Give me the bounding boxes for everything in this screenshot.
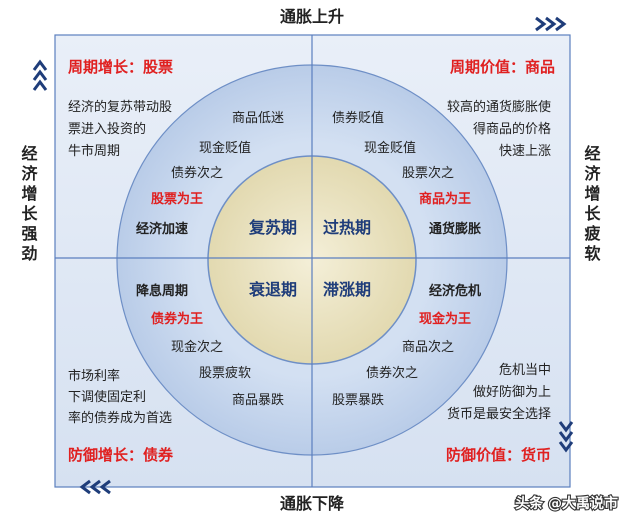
quadrant-tl-phase: 经济加速 [136, 221, 188, 237]
quadrant-tl-king: 股票为王 [151, 191, 203, 207]
quadrant-bl-phase: 降息周期 [136, 283, 188, 299]
quadrant-tr-ring-3: 股票次之 [402, 165, 454, 181]
quadrant-tl-ring-1: 商品低迷 [232, 111, 284, 126]
quadrant-br-desc-1: 危机当中 [499, 363, 551, 378]
axis-right-label: 经济增长疲软 [582, 144, 601, 265]
watermark: 头条 @大禹说市 [515, 495, 618, 512]
quadrant-bl-desc-1: 市场利率 [68, 368, 120, 384]
core-br-label: 滞涨期 [323, 280, 371, 299]
chevron-left-icon [79, 479, 111, 495]
quadrant-bl-ring-2: 股票疲软 [199, 365, 251, 381]
quadrant-tl-desc-1: 经济的复苏带动股 [68, 99, 172, 115]
quadrant-br-ring-1: 商品次之 [402, 339, 454, 355]
axis-top-label: 通胀上升 [280, 7, 344, 26]
quadrant-tr-king: 商品为王 [419, 191, 471, 207]
quadrant-tl-desc-2: 票进入投资的 [68, 121, 146, 137]
quadrant-tr-desc-1: 较高的通货膨胀使 [447, 99, 551, 115]
core-tl-label: 复苏期 [248, 218, 297, 237]
quadrant-tr-phase: 通货膨胀 [429, 221, 481, 237]
quadrant-br-desc-2: 做好防御为上 [473, 384, 551, 400]
quadrant-tl-desc-3: 牛市周期 [68, 143, 120, 159]
quadrant-bl-ring-1: 现金次之 [171, 339, 223, 355]
quadrant-tr-ring-2: 现金贬值 [364, 140, 416, 156]
axis-left-label: 经济增长强劲 [19, 144, 38, 265]
quadrant-bl-desc-2: 下调使固定利 [68, 389, 146, 405]
quadrant-bl-desc-3: 率的债券成为首选 [68, 410, 172, 426]
quadrant-tr-desc-2: 得商品的价格 [473, 121, 551, 137]
chevron-down-icon [558, 421, 574, 453]
core-tr-label: 过热期 [323, 218, 371, 237]
core-bl-label: 衰退期 [248, 280, 297, 299]
axis-bottom-label: 通胀下降 [280, 494, 345, 513]
quadrant-br-title: 防御价值：货币 [446, 446, 551, 464]
quadrant-tl-ring-3: 债券次之 [171, 165, 223, 181]
quadrant-tr-ring-1: 债券贬值 [332, 110, 384, 126]
quadrant-br-ring-2: 债券次之 [366, 365, 418, 381]
quadrant-br-desc-3: 货币是最安全选择 [447, 406, 551, 422]
quadrant-bl-title: 防御增长：债券 [68, 446, 174, 464]
quadrant-tr-title: 周期价值：商品 [450, 58, 555, 76]
quadrant-br-phase: 经济危机 [429, 283, 481, 299]
quadrant-bl-king: 债券为王 [151, 311, 203, 327]
chevron-up-icon [32, 59, 48, 91]
quadrant-br-ring-3: 股票暴跌 [332, 392, 384, 408]
quadrant-br-king: 现金为王 [419, 311, 471, 327]
quadrant-tl-title: 周期增长：股票 [68, 58, 173, 76]
quadrant-bl-ring-3: 商品暴跌 [232, 392, 284, 408]
quadrant-tr-desc-3: 快速上涨 [499, 144, 551, 159]
chevron-right-icon [535, 16, 567, 32]
quadrant-tl-ring-2: 现金贬值 [199, 140, 251, 156]
